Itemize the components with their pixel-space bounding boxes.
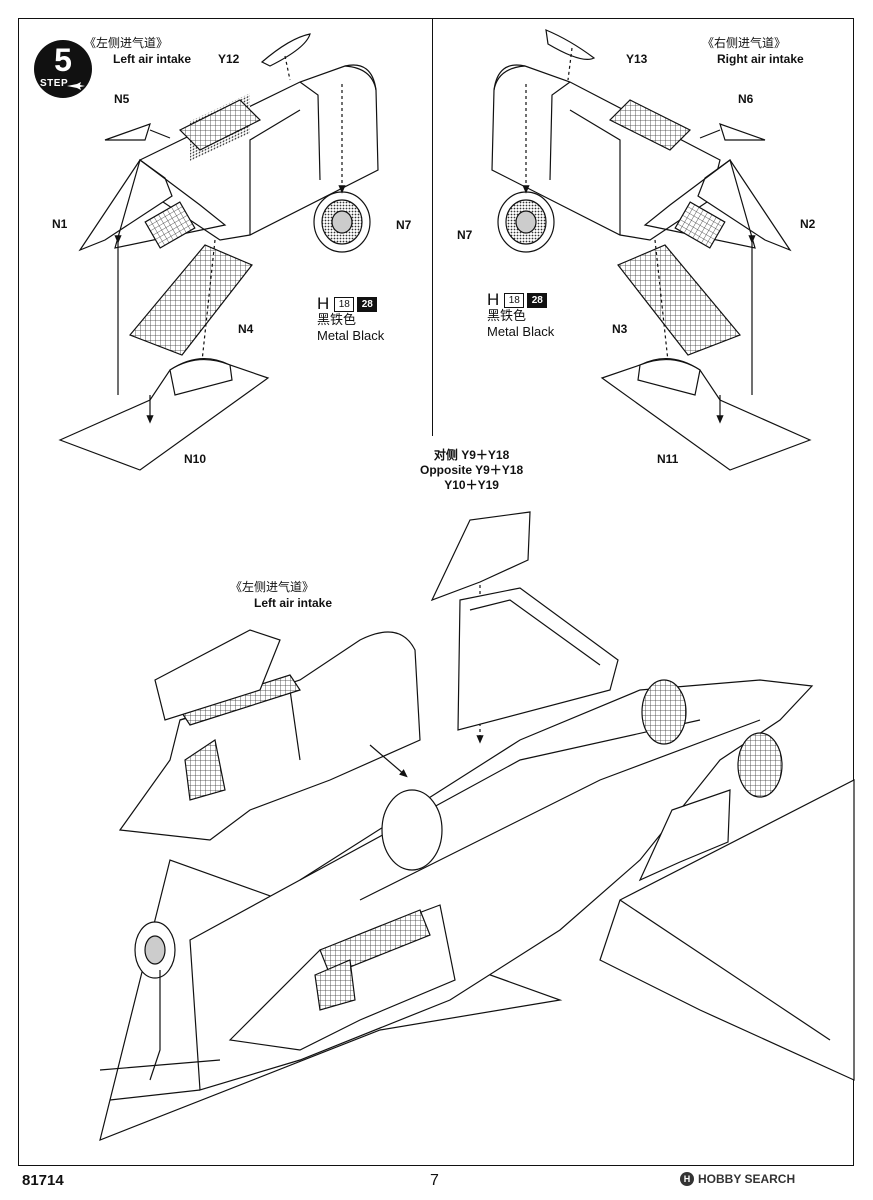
part-label-n11: N11 [657, 452, 679, 466]
paint-code-box: 18 [504, 292, 525, 308]
right-panel-title-cn: 《右侧进气道》 [702, 36, 787, 50]
opposite-parts-note: 对侧 Y9＋Y18 Opposite Y9＋Y18 Y10＋Y19 [420, 448, 523, 493]
page-frame [18, 18, 854, 1166]
panel-divider [432, 18, 433, 436]
paint-code-box-dark: 28 [357, 296, 378, 312]
part-label-n10: N10 [184, 452, 207, 466]
paint-code-box: 18 [334, 296, 355, 312]
right-panel-title-en: Right air intake [717, 52, 804, 66]
paint-prefix: H [487, 290, 500, 309]
part-label-n7-right: N7 [457, 228, 473, 242]
left-panel-title-en: Left air intake [113, 52, 192, 66]
jet-icon [67, 82, 85, 90]
part-label-y13: Y13 [626, 52, 648, 66]
step-label: STEP [40, 78, 69, 89]
paint-prefix: H [317, 294, 330, 313]
note-line-1: 对侧 Y9＋Y18 [433, 448, 510, 462]
part-label-n6: N6 [738, 92, 754, 106]
watermark: H HOBBY SEARCH [680, 1172, 795, 1186]
paint-code-box-dark: 28 [527, 292, 548, 308]
part-label-n3: N3 [612, 322, 628, 336]
paint-name-en: Metal Black [317, 328, 385, 343]
note-line-3: Y10＋Y19 [444, 478, 499, 492]
kit-number: 81714 [22, 1172, 64, 1189]
paint-callout-left: H 18 28 黑铁色 Metal Black [317, 294, 385, 344]
part-label-n2: N2 [800, 217, 816, 231]
part-label-n5: N5 [114, 92, 130, 106]
part-label-y12: Y12 [218, 52, 240, 66]
paint-name-cn: 黑铁色 [317, 312, 357, 327]
part-label-n4: N4 [238, 322, 254, 336]
main-assembly-drawing [99, 511, 855, 1141]
part-label-n1: N1 [52, 217, 68, 231]
step-number: 5 [54, 42, 72, 78]
note-line-2: Opposite Y9＋Y18 [420, 463, 524, 477]
left-panel-title-cn: 《左侧进气道》 [84, 36, 169, 50]
paint-name-en: Metal Black [487, 324, 555, 339]
right-intake-drawing [491, 29, 812, 471]
paint-callout-right: H 18 28 黑铁色 Metal Black [487, 290, 555, 340]
paint-name-cn: 黑铁色 [487, 308, 527, 323]
watermark-text: HOBBY SEARCH [698, 1172, 796, 1186]
assembly-title-en: Left air intake [254, 596, 333, 610]
assembly-title-cn: 《左侧进气道》 [230, 580, 315, 594]
page-number: 7 [430, 1172, 439, 1189]
step-badge: 5 STEP [34, 40, 92, 98]
watermark-logo-icon: H [680, 1172, 694, 1186]
part-label-n7-left: N7 [396, 218, 412, 232]
left-intake-drawing [58, 33, 379, 471]
